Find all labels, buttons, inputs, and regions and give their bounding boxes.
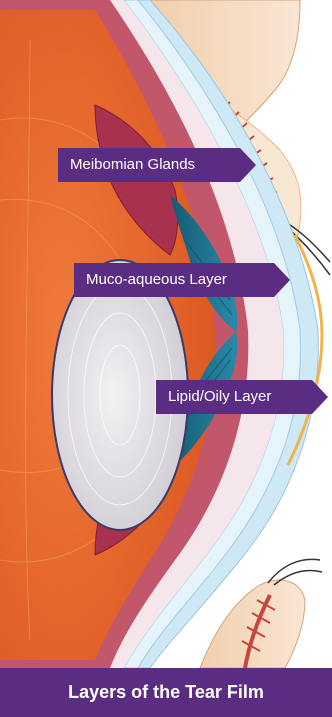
label-lipid-oily-layer-pointer <box>312 380 328 414</box>
label-muco-aqueous-layer-pointer <box>274 263 290 297</box>
label-muco-aqueous-layer: Muco-aqueous Layer <box>74 263 274 297</box>
label-meibomian-glands-text: Meibomian Glands <box>70 156 195 173</box>
lower-eyelid <box>200 580 305 668</box>
label-lipid-oily-layer: Lipid/Oily Layer <box>156 380 312 414</box>
footer-title: Layers of the Tear Film <box>68 682 264 703</box>
eye-illustration <box>0 0 332 668</box>
label-lipid-oily-layer-text: Lipid/Oily Layer <box>168 388 271 405</box>
label-muco-aqueous-layer-text: Muco-aqueous Layer <box>86 271 227 288</box>
label-meibomian-glands: Meibomian Glands <box>58 148 240 182</box>
label-meibomian-glands-pointer <box>240 148 256 182</box>
footer-banner: Layers of the Tear Film <box>0 668 332 717</box>
